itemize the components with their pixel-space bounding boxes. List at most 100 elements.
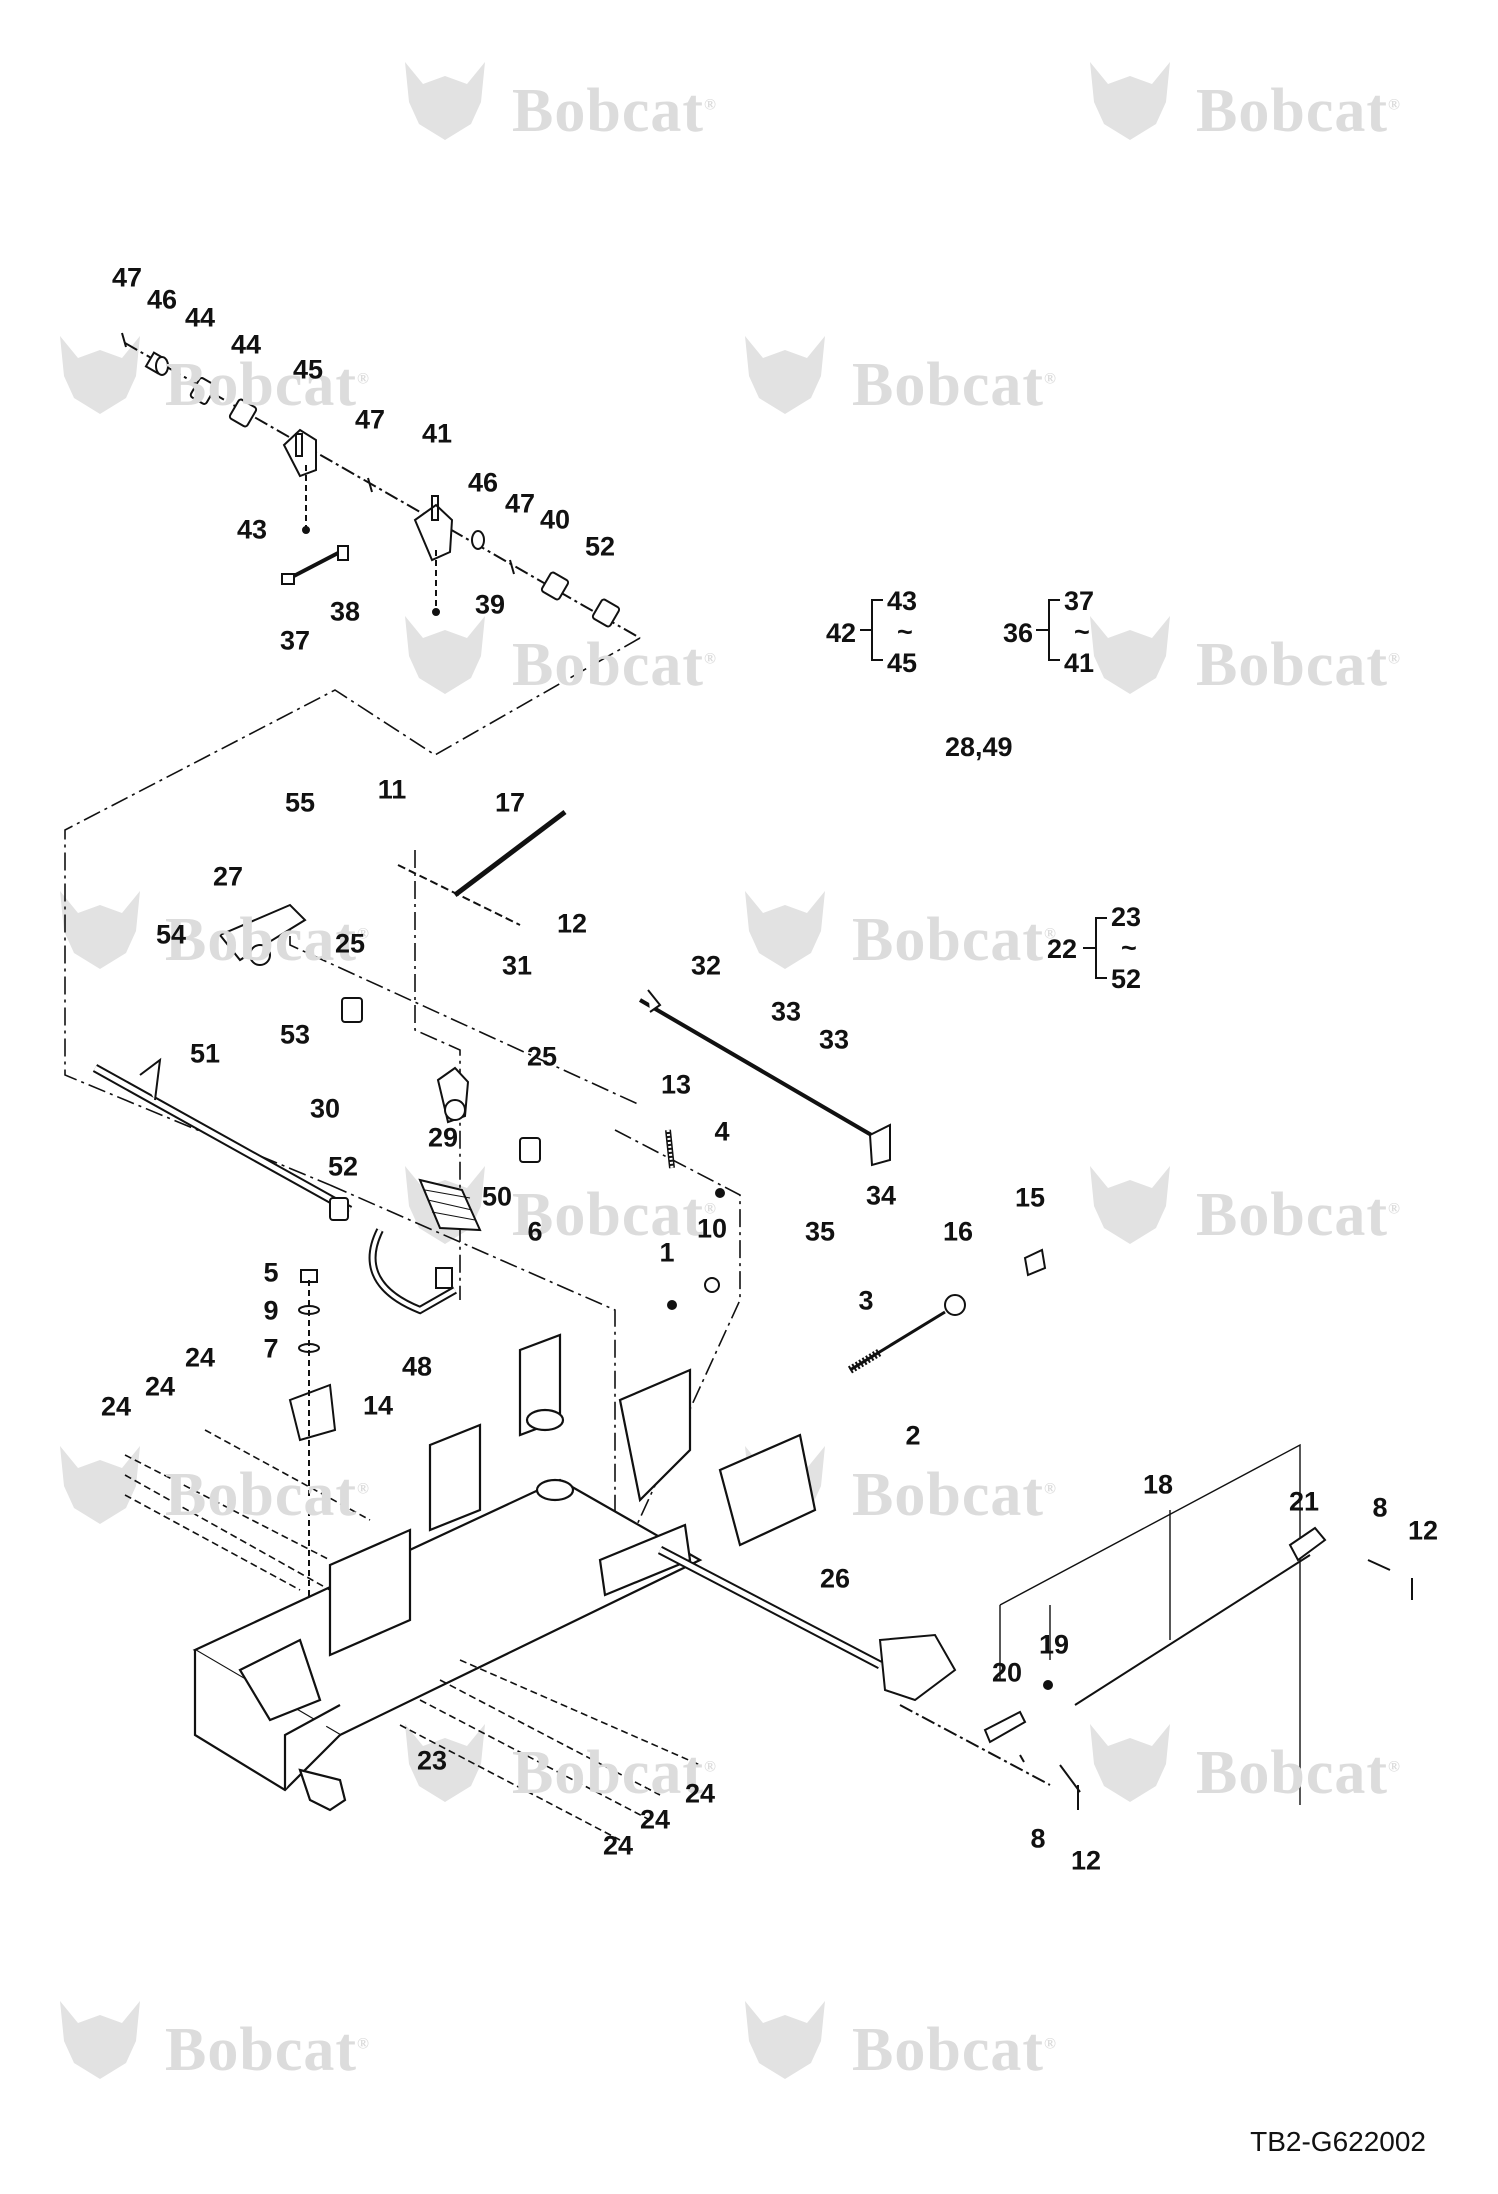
watermark-logo <box>405 62 485 140</box>
callout-label: 13 <box>660 1069 692 1100</box>
group-label: 36 <box>1003 618 1034 648</box>
callout-label: 46 <box>467 467 499 498</box>
watermark-logo <box>405 616 485 694</box>
group-label: 42 <box>826 618 857 648</box>
watermark-logo <box>745 2001 825 2079</box>
watermark-logo <box>60 1446 140 1524</box>
watermark-logo <box>60 2001 140 2079</box>
group-range-tilde: ~ <box>897 617 913 647</box>
watermark-text: Bobcat® <box>165 2016 370 2084</box>
callout-label: 43 <box>236 514 268 545</box>
watermark-text: Bobcat® <box>512 631 717 699</box>
callout-label: 27 <box>212 861 244 892</box>
callout-label: 33 <box>770 996 802 1027</box>
callout-label: 47 <box>354 404 386 435</box>
callout-label: 45 <box>292 354 324 385</box>
callout-label: 2 <box>905 1420 921 1451</box>
callout-label: 47 <box>504 488 536 519</box>
callout-label: 23 <box>416 1745 448 1776</box>
watermark-logo <box>745 336 825 414</box>
callout-label: 20 <box>991 1657 1023 1688</box>
callout-label: 34 <box>865 1180 897 1211</box>
group-range-start: 23 <box>1111 902 1142 932</box>
callout-label: 1 <box>659 1237 675 1268</box>
mower-frame <box>192 1333 817 1812</box>
watermark-logo <box>60 336 140 414</box>
callout-label: 24 <box>100 1391 132 1422</box>
callout-label: 52 <box>584 531 616 562</box>
callout-label: 47 <box>111 262 143 293</box>
group-range-tilde: ~ <box>1121 933 1137 963</box>
callout-label: 24 <box>144 1371 176 1402</box>
group-range-end: 41 <box>1064 648 1095 678</box>
callout-label: 4 <box>714 1116 730 1147</box>
group-range-tilde: ~ <box>1074 617 1090 647</box>
callout-label: 30 <box>309 1093 341 1124</box>
group-range-end: 45 <box>887 648 918 678</box>
watermark-text: Bobcat® <box>165 1461 370 1529</box>
callout-label: 11 <box>377 774 407 805</box>
callout-label: 9 <box>263 1295 279 1326</box>
callout-label: 21 <box>1288 1486 1320 1517</box>
callout-label: 24 <box>684 1778 716 1809</box>
watermark-text: Bobcat® <box>1196 631 1401 699</box>
watermark-text: Bobcat® <box>1196 77 1401 145</box>
extra-refs: 28,49 <box>945 732 1013 762</box>
watermark-text: Bobcat® <box>852 1461 1057 1529</box>
callout-label: 12 <box>1070 1845 1102 1876</box>
group-brackets <box>860 599 1107 979</box>
watermark-logo <box>405 1724 485 1802</box>
watermark-text: Bobcat® <box>165 351 370 419</box>
callout-label: 24 <box>602 1830 634 1861</box>
watermark-logo <box>745 891 825 969</box>
callout-label: 26 <box>819 1563 851 1594</box>
watermark-logo <box>1090 1166 1170 1244</box>
callout-label: 12 <box>1407 1515 1439 1546</box>
group-range-start: 43 <box>887 586 918 616</box>
callout-label: 46 <box>146 284 178 315</box>
callout-label: 40 <box>539 504 571 535</box>
callout-label: 16 <box>942 1216 974 1247</box>
callout-label: 38 <box>329 596 361 627</box>
callout-label: 52 <box>327 1151 359 1182</box>
callout-label: 31 <box>501 950 533 981</box>
watermark-logo <box>1090 62 1170 140</box>
watermark-logo <box>1090 616 1170 694</box>
group-range-start: 37 <box>1064 586 1095 616</box>
upper-shaft-assembly <box>121 332 641 639</box>
callout-label: 53 <box>279 1019 311 1050</box>
watermark-text: Bobcat® <box>165 906 370 974</box>
middle-linkage-assembly <box>92 810 1047 1600</box>
watermark-text: Bobcat® <box>852 351 1057 419</box>
callout-label: 50 <box>481 1181 513 1212</box>
watermark-text: Bobcat® <box>512 77 717 145</box>
watermark-text: Bobcat® <box>1196 1181 1401 1249</box>
drawing-code: TB2-G622002 <box>1250 2126 1426 2157</box>
callout-label: 44 <box>184 302 216 333</box>
callout-label: 37 <box>279 625 311 656</box>
callout-label: 19 <box>1038 1629 1070 1660</box>
callout-label: 41 <box>421 418 453 449</box>
callout-label: 18 <box>1142 1469 1174 1500</box>
callout-label: 15 <box>1014 1182 1046 1213</box>
watermark-text: Bobcat® <box>1196 1739 1401 1807</box>
callout-label: 25 <box>334 928 366 959</box>
callout-label: 35 <box>804 1216 836 1247</box>
callout-label: 25 <box>526 1041 558 1072</box>
group-range-end: 52 <box>1111 964 1142 994</box>
watermark-text: Bobcat® <box>852 906 1057 974</box>
watermark-text: Bobcat® <box>512 1739 717 1807</box>
callout-label: 5 <box>263 1257 279 1288</box>
rod-26 <box>657 1546 1051 1786</box>
cable-assembly-18 <box>983 1443 1413 1810</box>
callout-label: 24 <box>639 1804 671 1835</box>
watermark-text: Bobcat® <box>852 2016 1057 2084</box>
callout-label: 48 <box>401 1351 433 1382</box>
watermark-text: Bobcat® <box>512 1181 717 1249</box>
callout-label: 44 <box>230 329 262 360</box>
callout-label: 32 <box>690 950 722 981</box>
callout-label: 33 <box>818 1024 850 1055</box>
watermark-logo <box>60 891 140 969</box>
callout-label: 29 <box>427 1122 459 1153</box>
